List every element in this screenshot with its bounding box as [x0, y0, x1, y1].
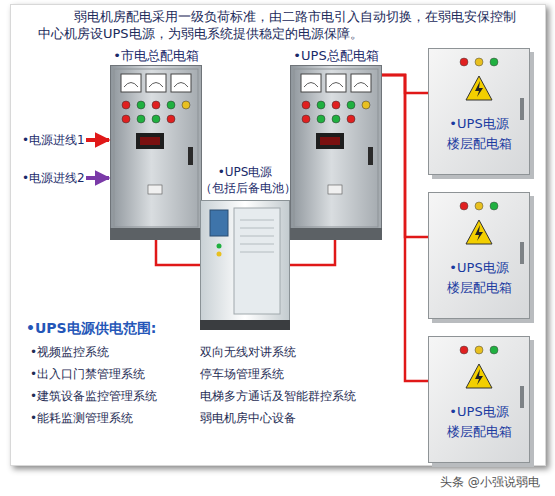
list-item: 电梯多方通话及智能群控系统 — [200, 388, 356, 404]
node-text: •UPS电源 — [449, 114, 508, 134]
list-item: 双向无线对讲系统 — [200, 344, 296, 360]
floor-box-node: •UPS电源楼层配电箱 — [428, 48, 530, 175]
cabinet-node: •市电总配电箱 — [110, 46, 202, 240]
node-text: 楼层配电箱 — [447, 134, 512, 154]
floor-box — [429, 337, 535, 468]
node-text: •UPS电源 — [449, 258, 508, 278]
floor-box — [429, 193, 535, 324]
node-text: 楼层配电箱 — [447, 422, 512, 442]
inlet-label: •电源进线1 — [22, 132, 85, 148]
floor-box-node: •UPS电源楼层配电箱 — [428, 192, 530, 319]
cabinet-node: •UPS总配电箱 — [290, 46, 382, 240]
node-text: 楼层配电箱 — [447, 278, 512, 298]
node-text: •UPS电源 — [218, 164, 273, 180]
list-heading: •UPS电源供电范围: — [26, 320, 156, 336]
watermark: 头条 @小强说弱电 — [440, 474, 540, 490]
floor-box-node: •UPS电源楼层配电箱 — [428, 336, 530, 463]
inlet-arrow — [86, 176, 109, 180]
list-item: •能耗监测管理系统 — [30, 410, 133, 426]
ups-main-cabinet — [290, 66, 382, 241]
list-item: •视频监控系统 — [30, 344, 109, 360]
list-item: 停车场管理系统 — [200, 366, 284, 382]
inlet-arrow — [86, 138, 109, 142]
list-item: •出入口门禁管理系统 — [30, 366, 145, 382]
node-text: •UPS总配电箱 — [293, 47, 378, 64]
list-item: 弱电机房中心设备 — [200, 410, 296, 426]
mains-cabinet — [110, 66, 202, 241]
power-wire — [156, 240, 200, 265]
power-wire — [290, 240, 335, 265]
list-item: •建筑设备监控管理系统 — [30, 388, 157, 404]
floor-box — [429, 49, 535, 180]
ups-tower — [200, 201, 290, 331]
ups-node: •UPS电源（包括后备电池） — [200, 164, 290, 330]
node-text: •UPS电源 — [449, 402, 508, 422]
title-note: 弱电机房配电采用一级负荷标准，由二路市电引入自动切换，在弱电安保控制中心机房设U… — [38, 8, 520, 42]
node-text: •市电总配电箱 — [113, 47, 199, 64]
power-wire — [382, 75, 428, 381]
node-text: （包括后备电池） — [200, 180, 296, 196]
inlet-label: •电源进线2 — [22, 170, 85, 186]
